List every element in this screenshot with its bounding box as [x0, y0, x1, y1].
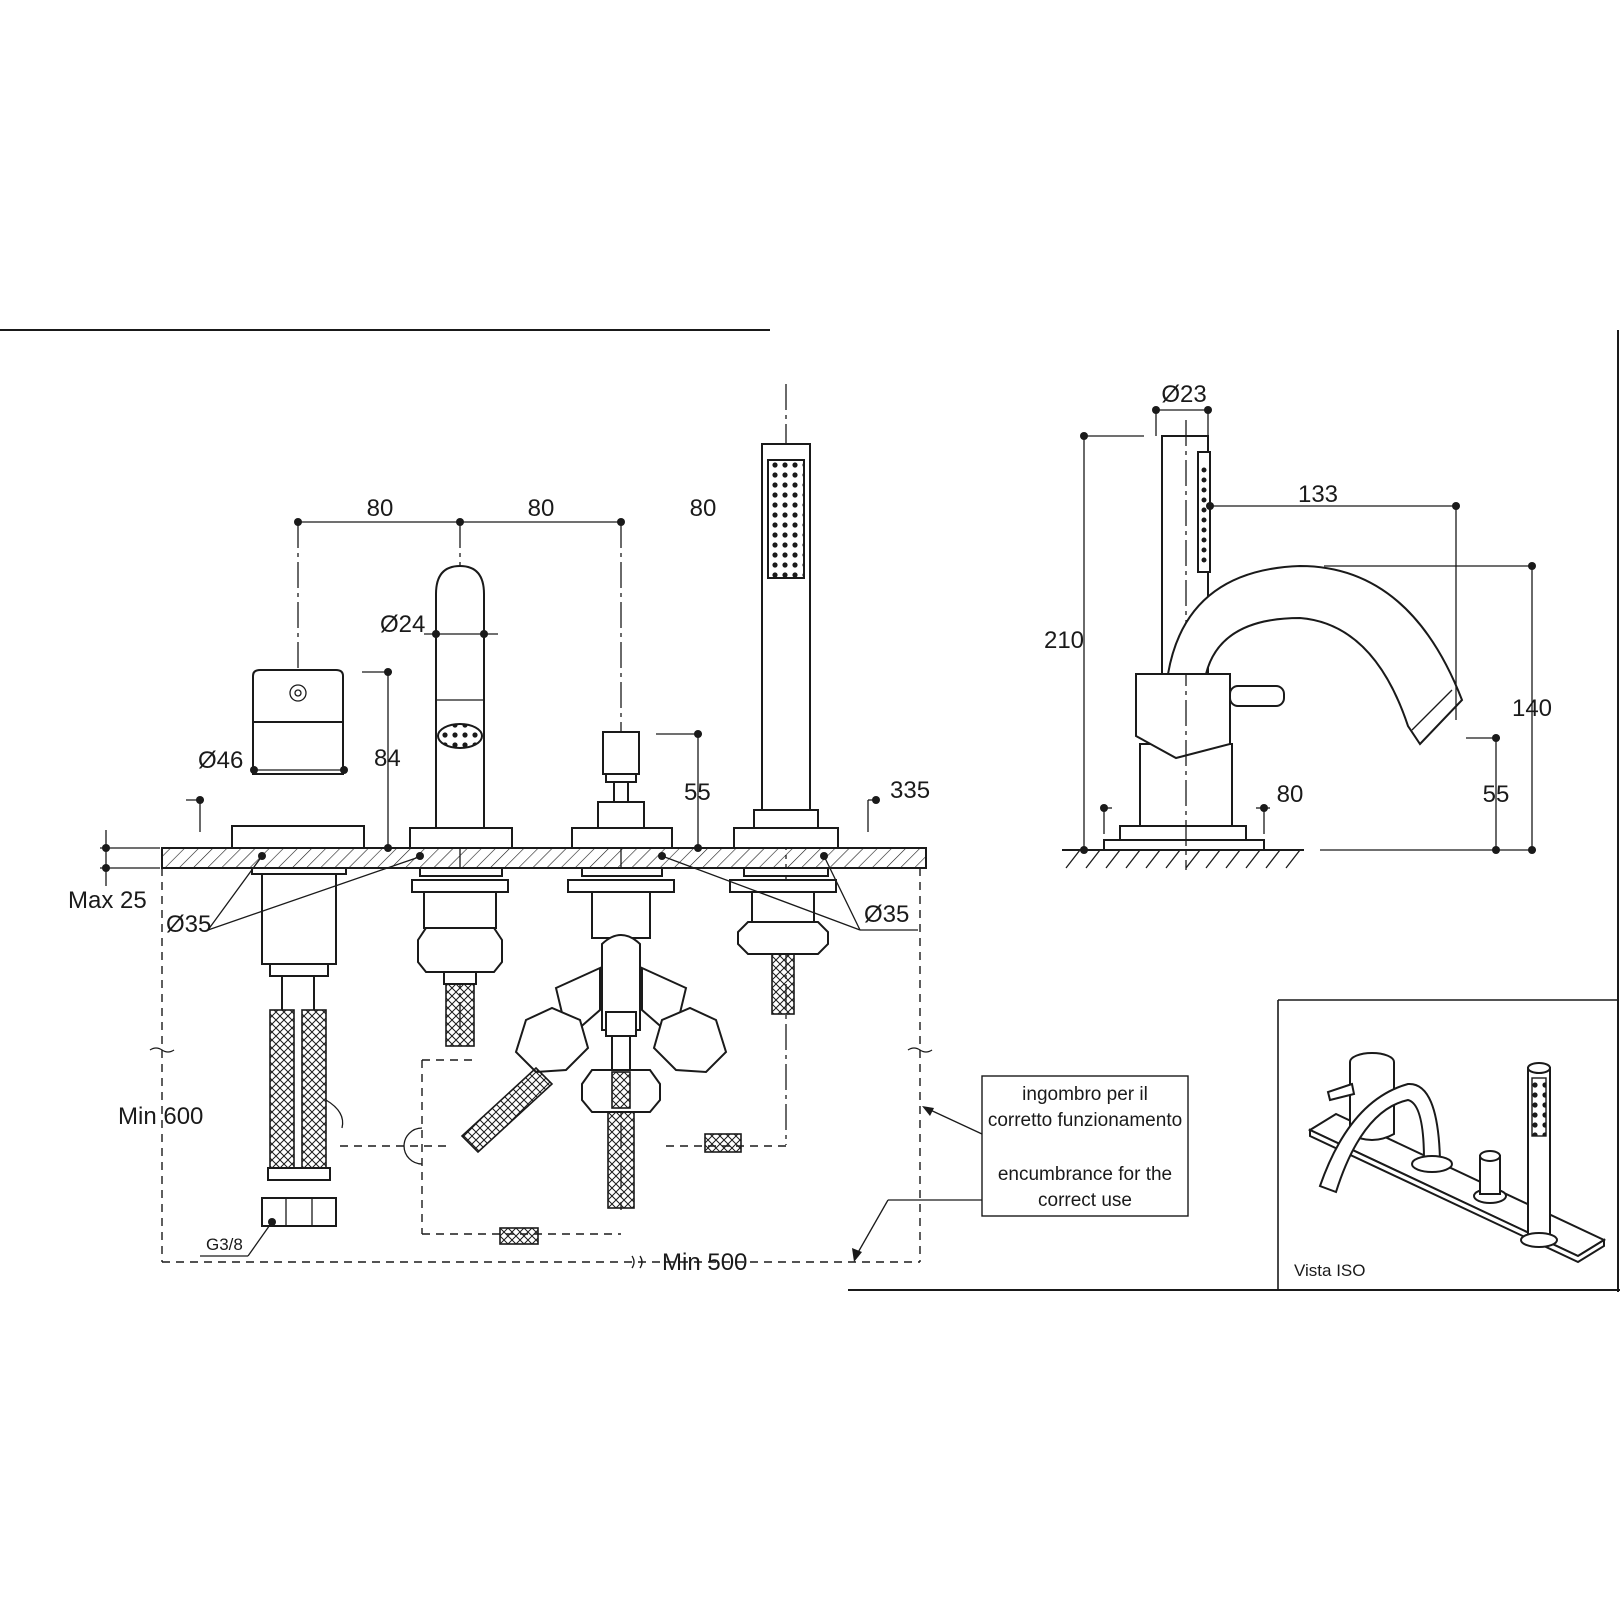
side-view: Ø23 210 133 140 80 55 — [1044, 381, 1552, 870]
min-depth-label: Min 600 — [118, 1103, 203, 1130]
hand-shower — [729, 443, 839, 1015]
note-line-3: encumbrance for the — [998, 1164, 1172, 1185]
deck-thickness-label: Max 25 — [68, 887, 147, 914]
spacing-label-2: 80 — [528, 495, 555, 522]
hole-diameter-label-left: Ø35 — [166, 911, 211, 938]
iso-view-label: Vista ISO — [1294, 1261, 1366, 1280]
front-view: 80 80 80 Ø24 Ø46 84 55 335 Max 25 Ø35 Ø3… — [68, 384, 933, 1276]
hose-connection-label: G3/8 — [206, 1235, 243, 1254]
note-line-2: corretto funzionamento — [988, 1110, 1182, 1131]
spacing-label-1: 80 — [367, 495, 394, 522]
deck-plate — [161, 847, 927, 869]
handle-height-label: 84 — [374, 745, 401, 772]
outlet-height-label: 55 — [1483, 781, 1510, 808]
note-line-4: correct use — [1038, 1190, 1132, 1211]
clearance-note: ingombro per il corretto funzionamento e… — [852, 1075, 1189, 1262]
spacing-label-3: 80 — [690, 495, 717, 522]
mixer-handle — [231, 669, 365, 1227]
spout-diameter-label: Ø24 — [380, 611, 425, 638]
iso-view: Vista ISO — [1277, 999, 1618, 1290]
spout-height-label: 140 — [1512, 695, 1552, 722]
base-offset-label: 80 — [1277, 781, 1304, 808]
shower-length-label: 335 — [890, 777, 930, 804]
handle-diameter-label: Ø46 — [198, 747, 243, 774]
min-width-label: Min 500 — [662, 1249, 747, 1276]
sheet-frame — [0, 329, 1620, 1292]
diverter-height-label: 55 — [684, 779, 711, 806]
diverter-knob — [460, 731, 742, 1209]
note-line-1: ingombro per il — [1022, 1084, 1148, 1105]
body-diameter-label: Ø23 — [1161, 381, 1206, 408]
hole-diameter-label-right: Ø35 — [864, 901, 909, 928]
total-height-label: 210 — [1044, 627, 1084, 654]
spout — [409, 564, 513, 1047]
spout-reach-label: 133 — [1298, 481, 1338, 508]
clearance-envelope — [149, 868, 933, 1269]
front-dimensions — [100, 630, 918, 1257]
